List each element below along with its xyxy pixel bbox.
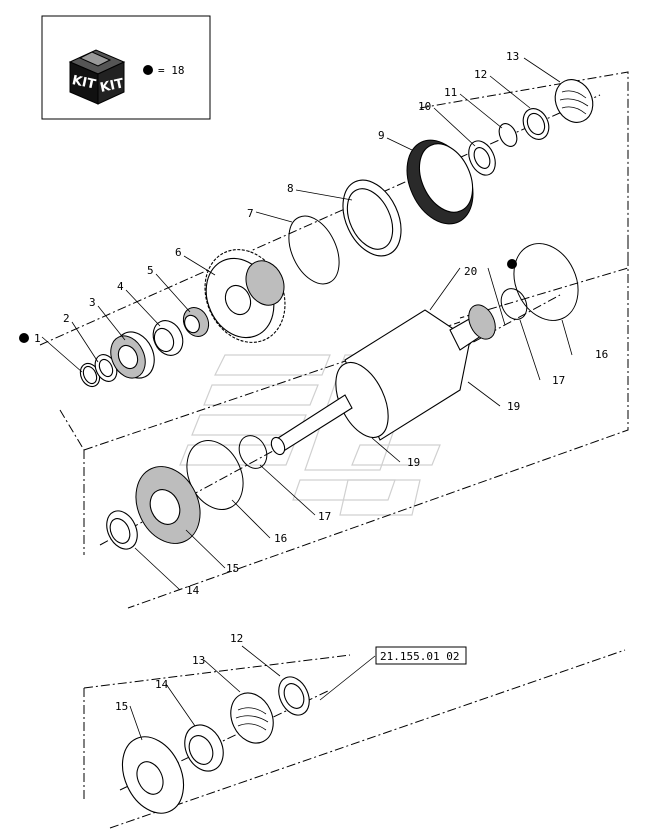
kit-text-right: KIT bbox=[99, 76, 126, 96]
callout-19-lower[interactable]: 19 bbox=[407, 456, 420, 469]
callout-7[interactable]: 7 bbox=[247, 207, 254, 220]
callout-12-bottom[interactable]: 12 bbox=[230, 632, 243, 645]
part-19-shaft-assembly bbox=[270, 304, 496, 456]
part-2b-washer bbox=[94, 354, 118, 382]
callout-17-lower[interactable]: 17 bbox=[318, 510, 331, 523]
legend-frame bbox=[41, 15, 211, 120]
part-8-ring bbox=[342, 179, 402, 257]
part-5-needle-bearing bbox=[182, 306, 210, 338]
part-15-cover-bottom bbox=[121, 736, 185, 814]
part-11-snap-ring bbox=[498, 123, 518, 147]
part-6-gear bbox=[204, 249, 286, 343]
part-15-cover bbox=[135, 466, 201, 544]
callout-12[interactable]: 12 bbox=[474, 68, 487, 81]
axis-lines bbox=[39, 94, 601, 791]
part-20-bullet-icon bbox=[507, 259, 517, 269]
callout-17-upper[interactable]: 17 bbox=[552, 374, 565, 387]
part-17-o-ring-upper bbox=[500, 288, 528, 320]
leader-lines bbox=[41, 57, 573, 741]
kit-box-icon: KIT KIT bbox=[68, 49, 126, 105]
kit-text-left: KIT bbox=[71, 73, 98, 93]
callout-14-upper[interactable]: 14 bbox=[186, 584, 200, 597]
callout-1[interactable]: 1 bbox=[34, 332, 41, 345]
part-10-washer bbox=[468, 140, 496, 176]
callout-6[interactable]: 6 bbox=[175, 246, 182, 259]
reference-box[interactable] bbox=[375, 646, 467, 665]
callout-3[interactable]: 3 bbox=[89, 296, 96, 309]
part-12-washer bbox=[522, 108, 550, 140]
part-1-bullet-icon bbox=[19, 333, 29, 343]
part-4-spacer bbox=[152, 320, 184, 356]
callout-10[interactable]: 10 bbox=[418, 100, 431, 113]
part-17-o-ring-lower bbox=[238, 435, 268, 469]
callout-13[interactable]: 13 bbox=[506, 50, 519, 63]
callout-15-bottom[interactable]: 15 bbox=[115, 700, 128, 713]
part-7-circlip bbox=[288, 215, 340, 285]
kit-legend-box: KIT KIT = 18 bbox=[41, 15, 211, 120]
callout-19-upper[interactable]: 19 bbox=[507, 400, 520, 413]
part-16-o-ring-upper bbox=[513, 243, 579, 321]
callout-15-upper[interactable]: 15 bbox=[226, 562, 239, 575]
callout-11[interactable]: 11 bbox=[444, 86, 457, 99]
part-13-spring bbox=[554, 79, 594, 123]
section-outlines bbox=[59, 71, 629, 829]
reference-label[interactable]: 21.155.01 02 bbox=[380, 650, 459, 663]
callout-16-upper[interactable]: 16 bbox=[595, 348, 608, 361]
callout-labels: 1 2 3 4 5 6 7 8 9 10 11 12 13 20 16 17 1… bbox=[34, 50, 608, 713]
callout-2[interactable]: 2 bbox=[63, 312, 70, 325]
callout-9[interactable]: 9 bbox=[378, 129, 385, 142]
callout-16-lower[interactable]: 16 bbox=[274, 532, 287, 545]
part-3-bearing bbox=[110, 331, 155, 379]
part-14-seal-bottom bbox=[184, 724, 224, 772]
part-14-seal bbox=[106, 510, 138, 550]
kit-bullet-icon bbox=[143, 65, 153, 75]
callout-4[interactable]: 4 bbox=[117, 280, 124, 293]
part-9-clutch-drum bbox=[406, 139, 474, 225]
callout-5[interactable]: 5 bbox=[147, 264, 154, 277]
part-13-spring-bottom bbox=[230, 692, 274, 744]
part-12-washer-bottom bbox=[278, 676, 310, 716]
kit-equals-label: = 18 bbox=[158, 64, 185, 77]
callout-8[interactable]: 8 bbox=[287, 182, 294, 195]
callout-13-bottom[interactable]: 13 bbox=[192, 654, 205, 667]
reference-link[interactable]: 21.155.01 02 bbox=[375, 646, 467, 665]
callout-14-bottom[interactable]: 14 bbox=[155, 678, 169, 691]
callout-20[interactable]: 20 bbox=[464, 265, 477, 278]
